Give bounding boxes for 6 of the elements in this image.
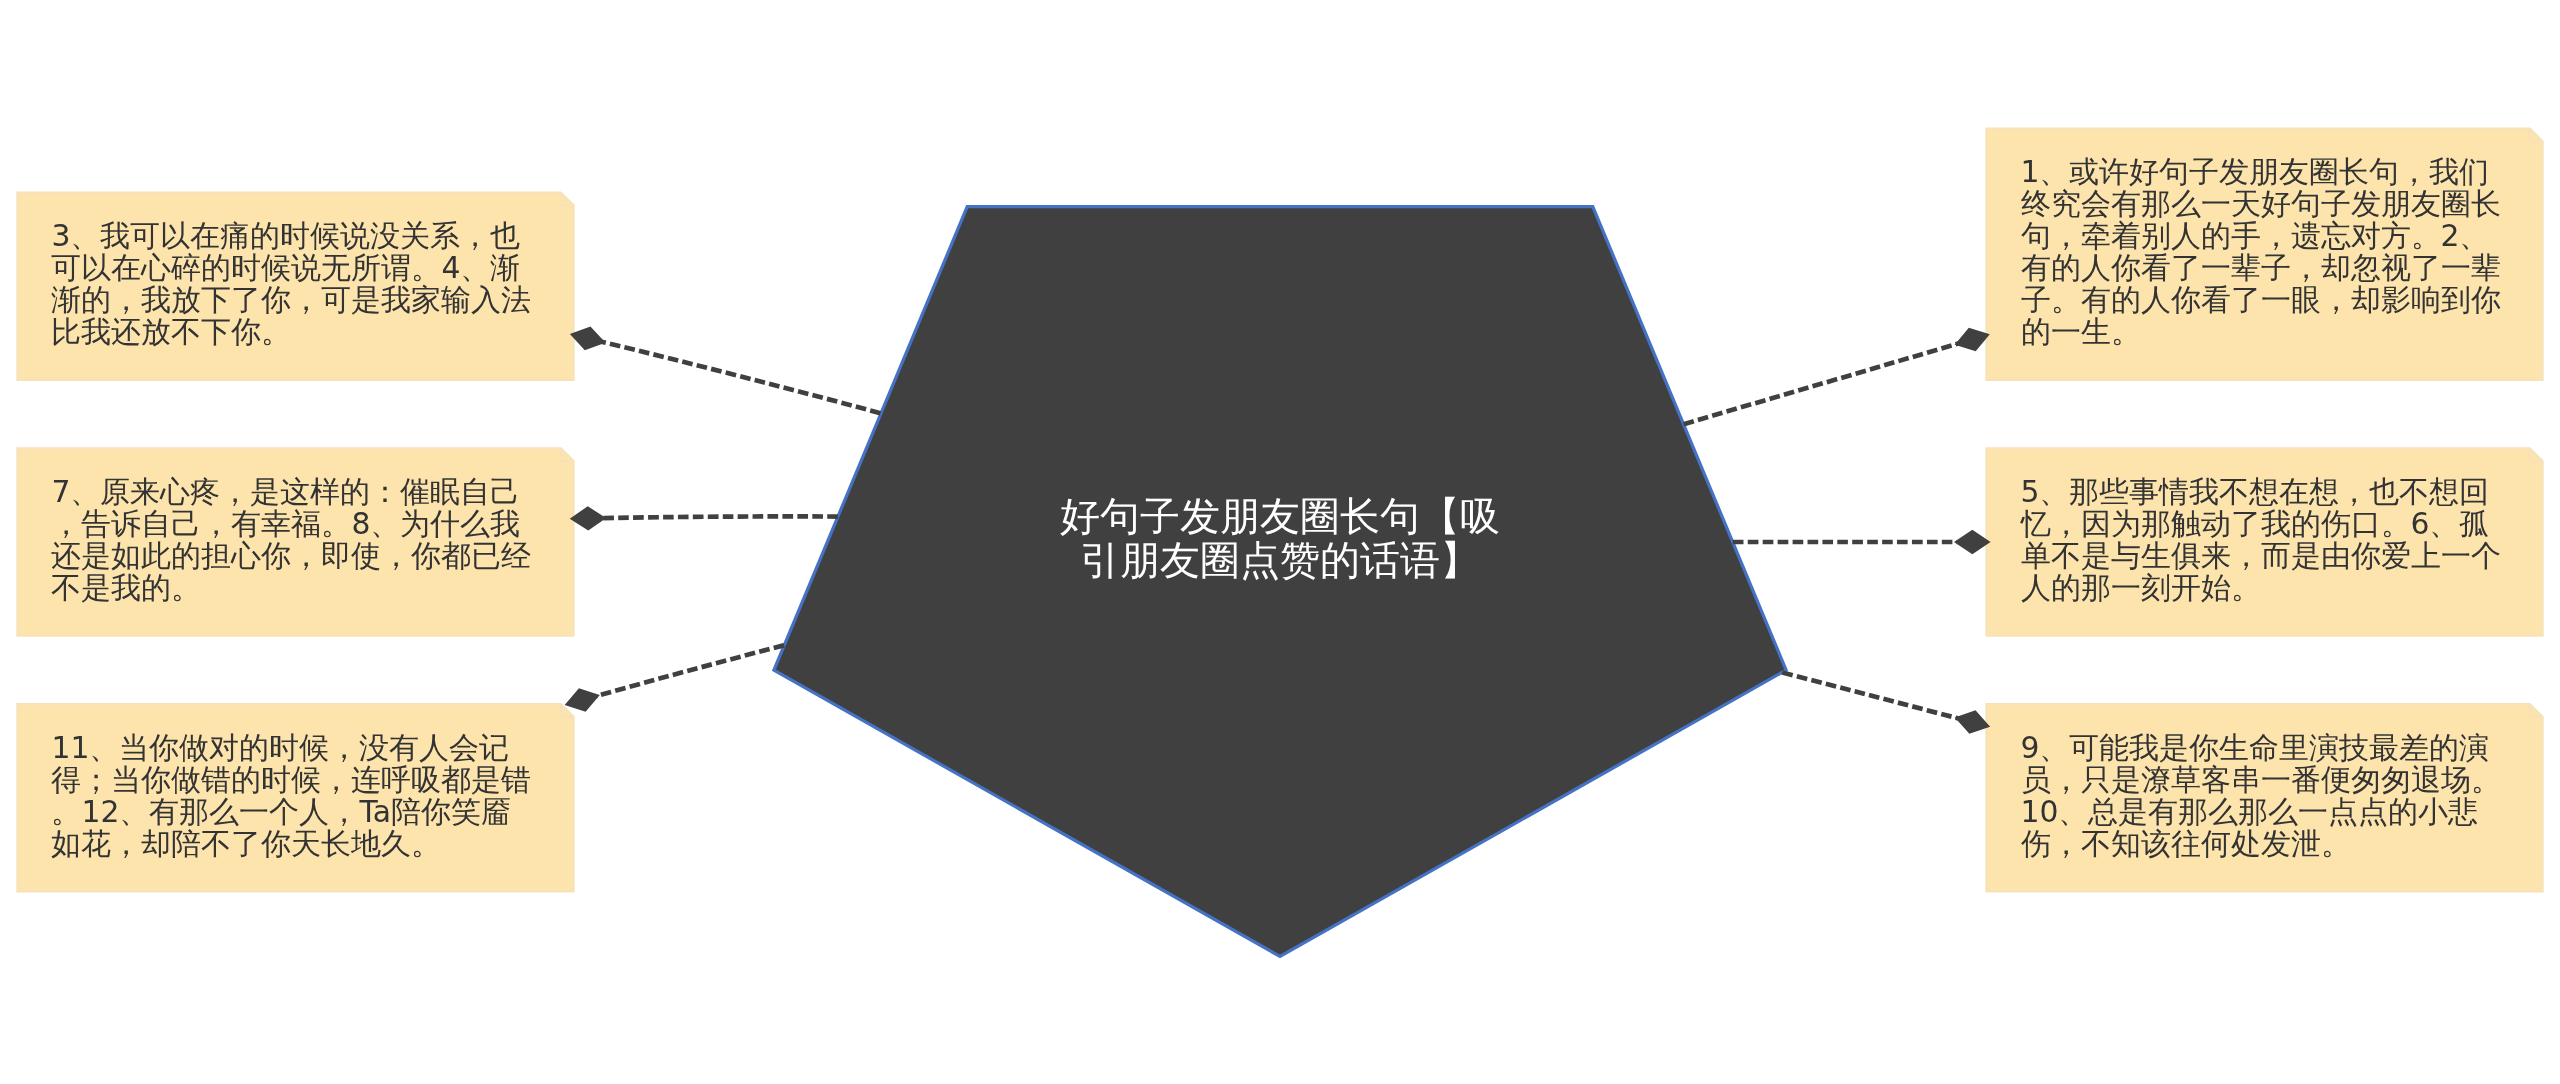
connector [569,506,838,531]
connector [564,642,785,712]
connector [569,326,881,416]
connector [1683,327,1990,427]
connector [1781,670,1991,734]
connector [1732,529,1991,555]
